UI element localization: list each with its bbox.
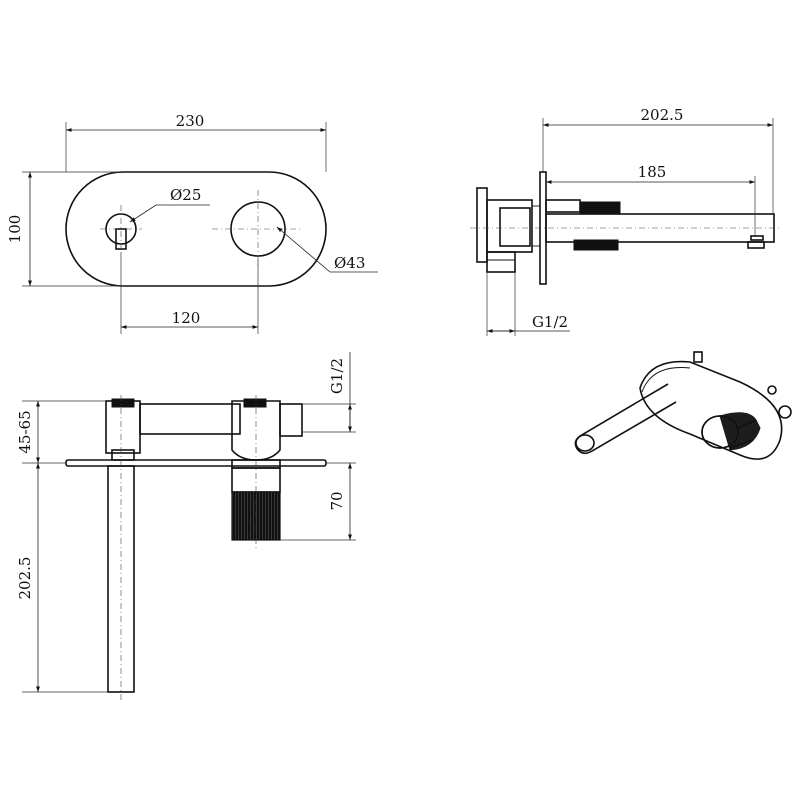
front-view: 230 100 Ø25 Ø43 120 bbox=[6, 112, 378, 334]
iso-plate bbox=[639, 360, 783, 460]
dim-top-depth-label: 45-65 bbox=[16, 410, 34, 453]
dim-top-thread-label: G1/2 bbox=[328, 358, 346, 394]
dim-small-dia-label: Ø25 bbox=[170, 186, 201, 204]
dim-width-label: 230 bbox=[176, 112, 205, 130]
top-spout-block bbox=[105, 400, 141, 454]
isometric-view bbox=[574, 351, 792, 460]
dim-large-dia-label: Ø43 bbox=[334, 254, 365, 272]
cover-plate bbox=[65, 171, 327, 287]
dim-top-spout-label: 202.5 bbox=[16, 557, 34, 600]
dim-side-spout-label: 185 bbox=[638, 163, 667, 181]
dim-top-body-label: 70 bbox=[328, 491, 346, 510]
dim-height-label: 100 bbox=[6, 215, 24, 244]
top-view: G1/2 45-65 70 202.5 bbox=[16, 352, 356, 700]
dim-side-overall-label: 202.5 bbox=[641, 106, 684, 124]
dim-spacing-label: 120 bbox=[172, 309, 201, 327]
side-view: 202.5 185 G1/2 bbox=[470, 106, 780, 336]
side-handle bbox=[579, 201, 621, 215]
dim-side-thread-label: G1/2 bbox=[532, 313, 568, 331]
top-wall-plate bbox=[65, 459, 327, 467]
